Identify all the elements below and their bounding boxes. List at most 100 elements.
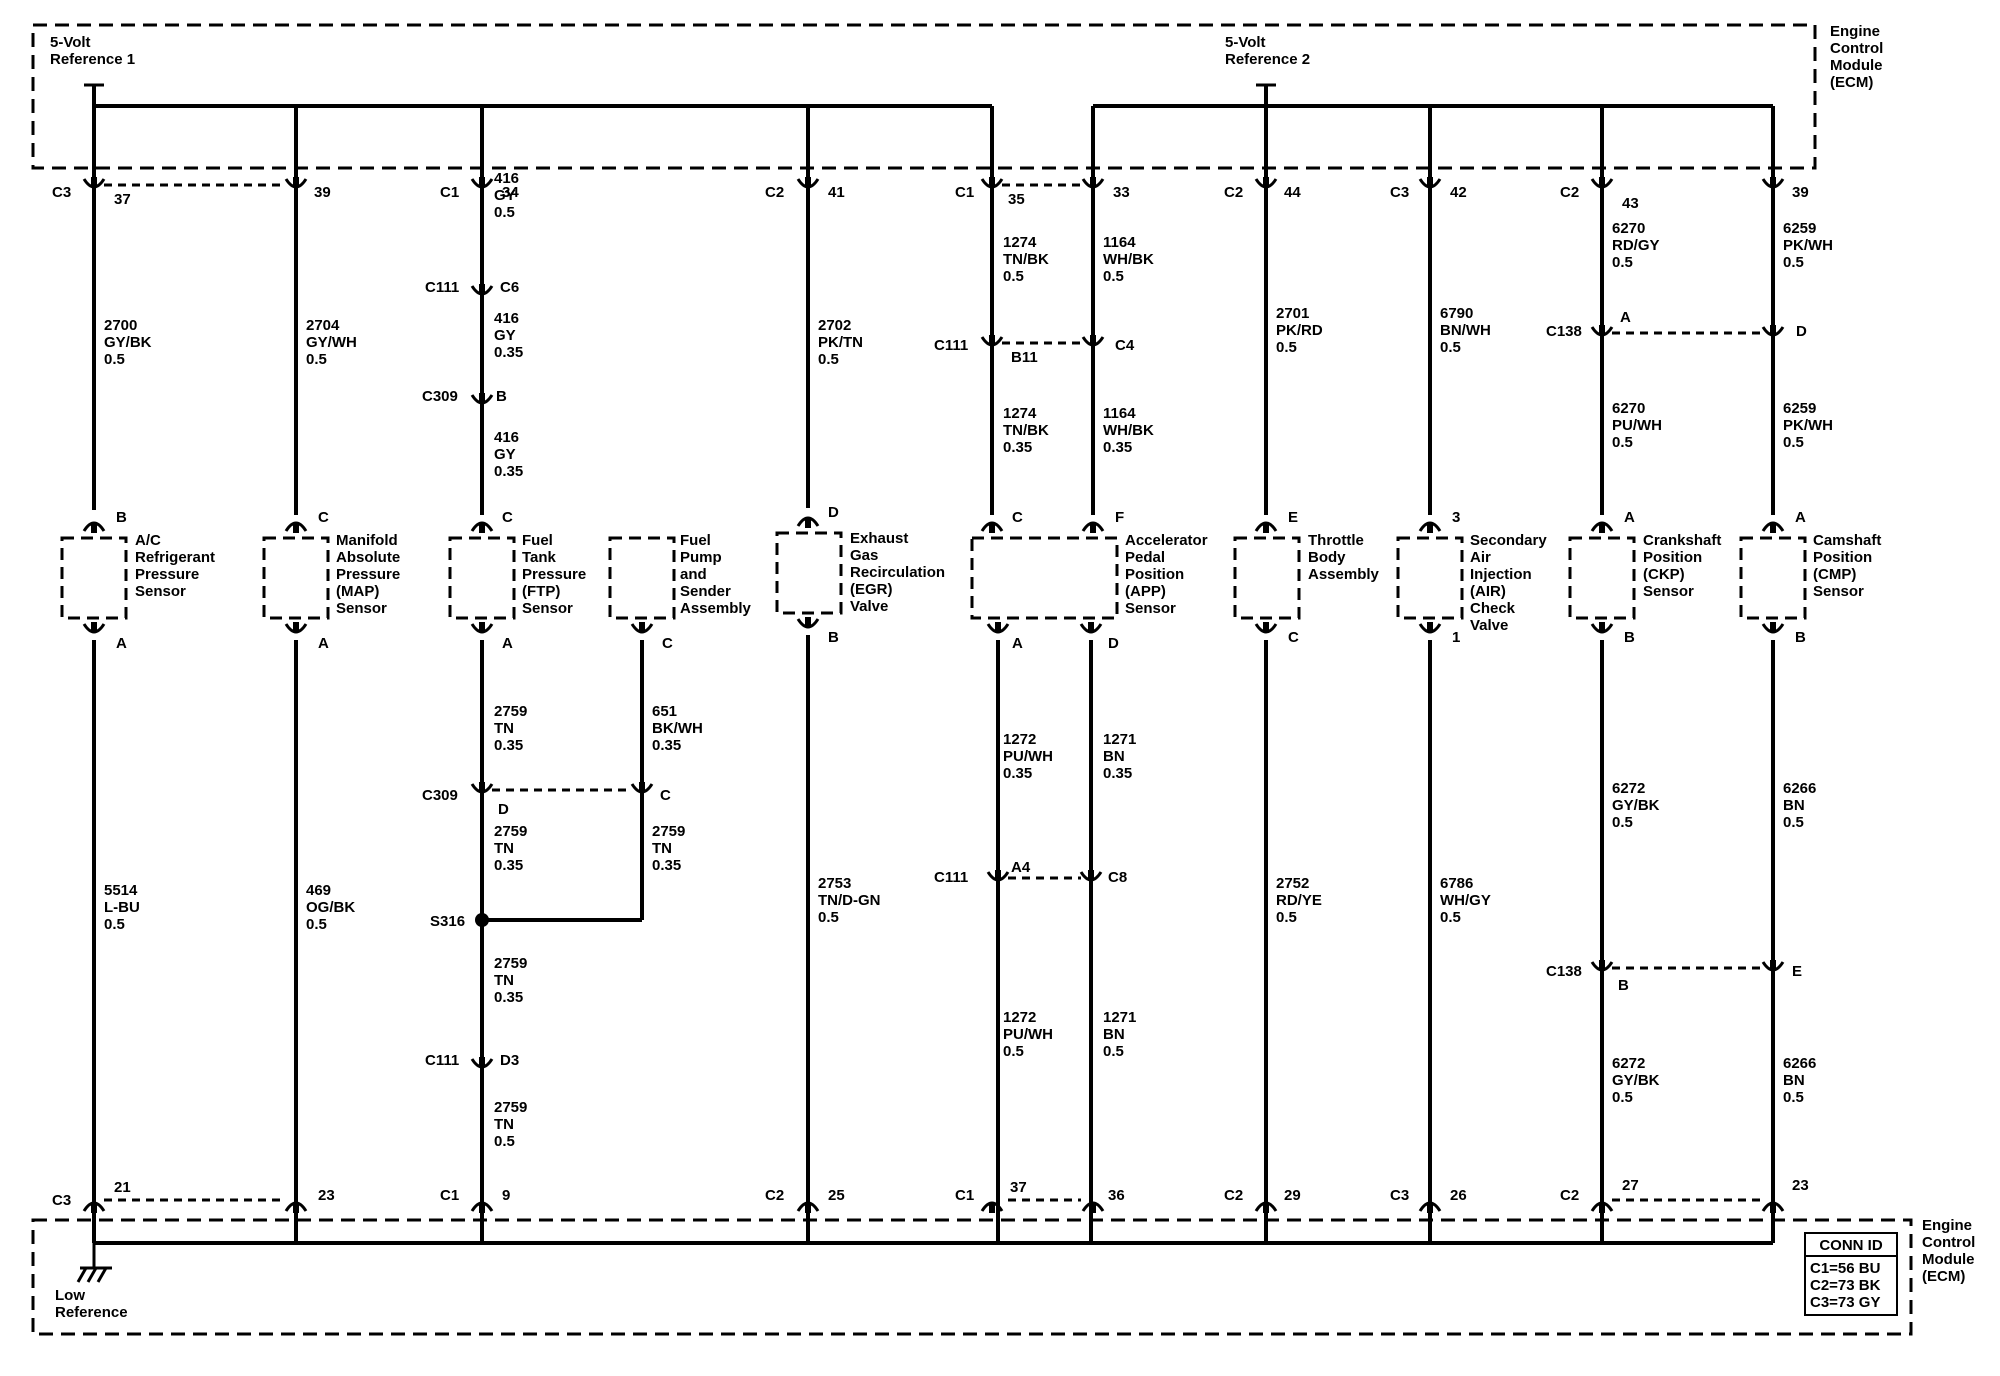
- wire-label: TN: [494, 720, 514, 737]
- connector-symbol: [1418, 521, 1442, 533]
- component-pin: B: [116, 509, 127, 526]
- ecm-pin-conn: C2: [765, 1187, 784, 1204]
- svg-text:5-Volt: 5-Volt: [1225, 34, 1266, 51]
- ecm-pin-conn: C2: [1224, 1187, 1243, 1204]
- wire-label: 0.35: [494, 463, 523, 480]
- component-name: Pressure: [135, 566, 199, 583]
- component-name: Position: [1125, 566, 1184, 583]
- component-pin: E: [1288, 509, 1298, 526]
- connector-symbol: [1590, 1201, 1614, 1213]
- connector-symbol: [1081, 1201, 1105, 1213]
- component-name: (AIR): [1470, 583, 1506, 600]
- wire-label: 0.5: [1783, 814, 1804, 831]
- component-name: Sensor: [522, 600, 573, 617]
- wire-label: L-BU: [104, 899, 140, 916]
- connector-symbol: [82, 177, 106, 189]
- svg-text:C2=73 BK: C2=73 BK: [1810, 1277, 1881, 1294]
- wire-label: 0.5: [1003, 1043, 1024, 1060]
- wire-label: 6272: [1612, 1055, 1645, 1072]
- component-name: (APP): [1125, 583, 1166, 600]
- wire-label: 0.5: [1783, 1089, 1804, 1106]
- wire-label: 0.35: [652, 737, 681, 754]
- wire-label: GY/WH: [306, 334, 357, 351]
- ecm-top-pins: C3 37 39 C1 34 C2 41 C1 35 33 C2 44 C3 4…: [52, 184, 1809, 212]
- wire-label: 0.5: [1440, 909, 1461, 926]
- wire-label: TN/D-GN: [818, 892, 881, 909]
- ecm-pin: 33: [1113, 184, 1130, 201]
- ecm-pin-conn: C3: [1390, 184, 1409, 201]
- ecm-pin: 21: [114, 1179, 131, 1196]
- wire-labels: 2700GY/BK0.52704GY/WH0.5416GY0.5416GY0.3…: [104, 170, 1833, 1150]
- wire-label: 6272: [1612, 780, 1645, 797]
- component-name: Absolute: [336, 549, 400, 566]
- component-name: (FTP): [522, 583, 560, 600]
- component-pin: C: [502, 509, 513, 526]
- wire-label: 0.5: [1783, 434, 1804, 451]
- connector-symbol: [1761, 960, 1785, 972]
- wire-label: BN/WH: [1440, 322, 1491, 339]
- svg-text:(ECM): (ECM): [1830, 74, 1873, 91]
- wire-label: 6270: [1612, 220, 1645, 237]
- connector-symbol: [1590, 325, 1614, 337]
- component-name: (EGR): [850, 581, 893, 598]
- wire-label: 2759: [494, 703, 527, 720]
- connector-symbol: [284, 1201, 308, 1213]
- ecm-pin: 27: [1622, 1177, 1639, 1194]
- component-name: Sender: [680, 583, 731, 600]
- wire-label: 0.35: [494, 344, 523, 361]
- ecm-pin: 43: [1622, 195, 1639, 212]
- ecm-pin: 9: [502, 1187, 510, 1204]
- component-name: Check: [1470, 600, 1516, 617]
- svg-text:C: C: [660, 787, 671, 804]
- component-name: Pedal: [1125, 549, 1165, 566]
- component-name: and: [680, 566, 707, 583]
- wire-label: 0.35: [1103, 765, 1132, 782]
- component-pin: F: [1115, 509, 1124, 526]
- connector-symbol: [1081, 335, 1105, 347]
- svg-text:Control: Control: [1830, 40, 1883, 57]
- component-name: Sensor: [135, 583, 186, 600]
- wire-label: 0.5: [1612, 434, 1633, 451]
- ecm-pin-conn: C2: [1560, 1187, 1579, 1204]
- ecm-pin: 34: [502, 184, 519, 201]
- wire-label: 416: [494, 170, 519, 187]
- ecm-pin: 29: [1284, 1187, 1301, 1204]
- wire-label: PU/WH: [1612, 417, 1662, 434]
- wire-label: TN: [494, 1116, 514, 1133]
- connector-symbol: [284, 521, 308, 533]
- connector-symbol: [284, 622, 308, 634]
- wire-label: 0.5: [306, 916, 327, 933]
- component-name: Fuel: [680, 532, 711, 549]
- connector-symbol: [1254, 177, 1278, 189]
- connector-symbol: [796, 516, 820, 528]
- connector-symbol: [1254, 521, 1278, 533]
- svg-text:Engine: Engine: [1922, 1217, 1972, 1234]
- splice-label: S316: [430, 913, 465, 930]
- wire-label: 0.5: [104, 916, 125, 933]
- svg-text:D: D: [498, 801, 509, 818]
- component-name: (MAP): [336, 583, 379, 600]
- connector-symbol: [1761, 521, 1785, 533]
- component-box: [775, 531, 843, 615]
- ecm-pin-conn: C2: [765, 184, 784, 201]
- ecm-pin: 36: [1108, 1187, 1125, 1204]
- component-box: [970, 536, 1119, 620]
- wire-label: TN/BK: [1003, 422, 1049, 439]
- wire-label: GY: [494, 327, 516, 344]
- svg-text:C309: C309: [422, 787, 458, 804]
- wire-label: RD/GY: [1612, 237, 1660, 254]
- connector-symbol: [1418, 622, 1442, 634]
- component-pin: C: [1288, 629, 1299, 646]
- component-labels: A/CRefrigerantPressureSensorManifoldAbso…: [116, 504, 1881, 652]
- wire-label: 1274: [1003, 405, 1037, 422]
- wire-label: BN: [1783, 1072, 1805, 1089]
- wire-label: 2700: [104, 317, 137, 334]
- wire-label: PK/RD: [1276, 322, 1323, 339]
- wire-label: PK/WH: [1783, 417, 1833, 434]
- wire-label: 1164: [1103, 234, 1136, 251]
- ref2-label: 5-Volt Reference 2: [1225, 34, 1310, 68]
- svg-text:Reference 2: Reference 2: [1225, 51, 1310, 68]
- ecm-pin-conn: C2: [1224, 184, 1243, 201]
- component-pin: A: [1795, 509, 1806, 526]
